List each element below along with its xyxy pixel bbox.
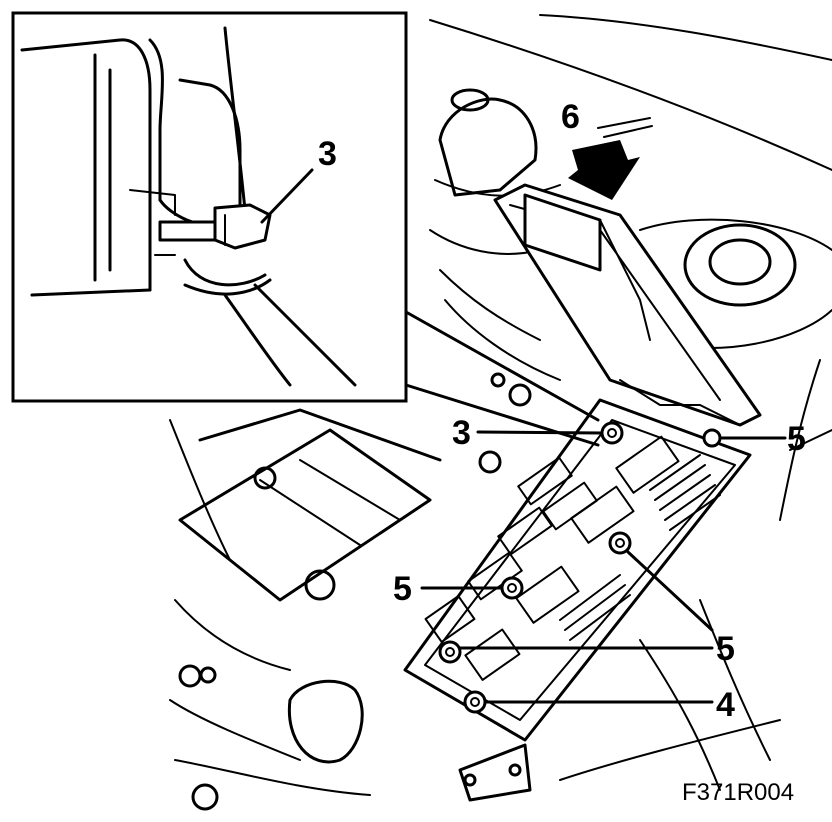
fuse-box-lid [493, 183, 762, 427]
bolt-5-lower [438, 640, 462, 664]
figure-code: F371R004 [682, 779, 794, 806]
callout-5-left: 5 [393, 570, 412, 608]
detail-inset [11, 11, 600, 447]
inset-3-leader [260, 168, 314, 224]
callout-3-main: 3 [452, 414, 471, 452]
callout-4: 4 [716, 686, 735, 724]
press-arrow [568, 117, 653, 200]
bolt-5-left [500, 576, 524, 600]
bolt-3-top [600, 421, 624, 445]
callout-3-inset: 3 [318, 135, 337, 173]
callout-5-mid: 5 [716, 630, 735, 668]
fuse-box-base [403, 398, 752, 802]
bolt-4 [463, 690, 487, 714]
leader-mid-5 [626, 550, 714, 632]
callout-5-right: 5 [787, 420, 806, 458]
bolt-5-right [702, 428, 722, 448]
engine-bay-outline [169, 14, 832, 811]
callout-leaders [420, 430, 787, 704]
callout-6: 6 [561, 98, 580, 136]
leader-main-3 [476, 430, 604, 435]
bolt-5-middle [608, 531, 632, 555]
inset-leader [404, 310, 600, 447]
